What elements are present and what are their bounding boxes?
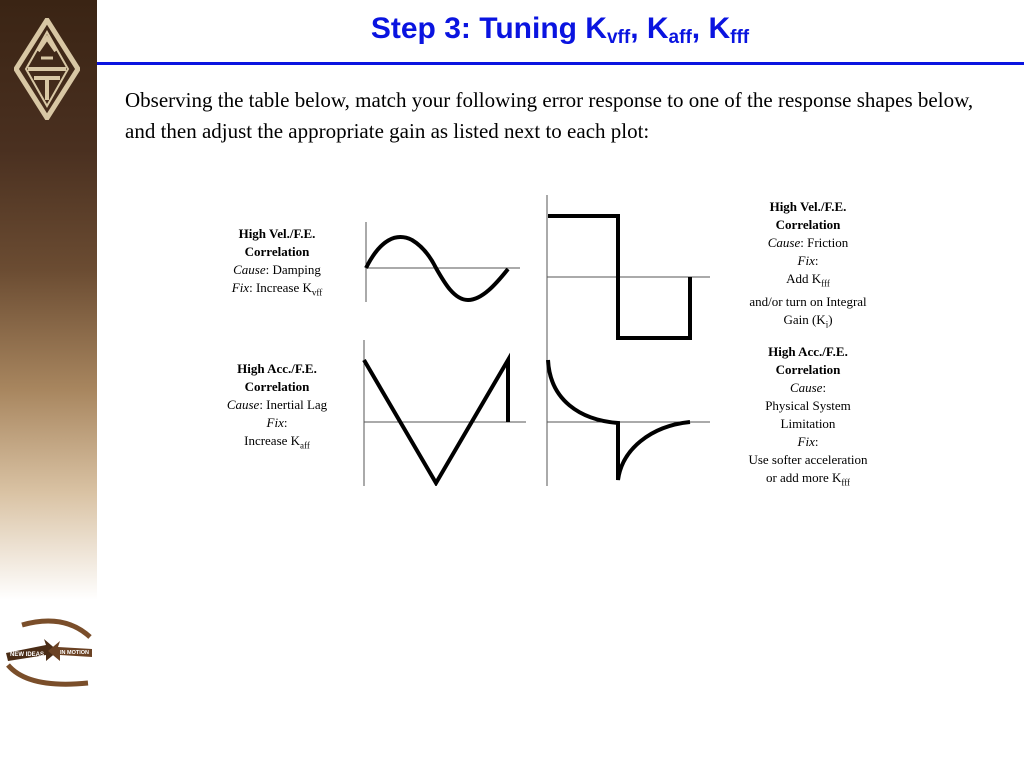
page-title: Step 3: Tuning Kvff, Kaff, Kfff — [370, 12, 750, 48]
plot-inertial-triangle — [358, 340, 528, 486]
logo-text-in-motion: IN MOTION — [60, 650, 89, 656]
title-divider — [97, 62, 1024, 65]
new-ideas-in-motion-logo: NEW IDEAS IN MOTION — [6, 618, 92, 687]
caption-vel-friction: High Vel./F.E. Correlation Cause: Fricti… — [749, 199, 867, 330]
plot-friction-square — [540, 195, 716, 340]
intro-paragraph: Observing the table below, match your fo… — [125, 88, 974, 143]
caption-acc-physical: High Acc./F.E. Correlation Cause: Physic… — [748, 344, 868, 488]
plot-damping-sine — [360, 222, 520, 304]
plot-physical-decay — [540, 340, 716, 486]
logo-text-new-ideas: NEW IDEAS — [10, 652, 44, 658]
at-logo-icon — [14, 18, 80, 120]
caption-vel-damping: High Vel./F.E. Correlation Cause: Dampin… — [231, 226, 323, 298]
caption-acc-inertial: High Acc./F.E. Correlation Cause: Inerti… — [226, 361, 328, 451]
